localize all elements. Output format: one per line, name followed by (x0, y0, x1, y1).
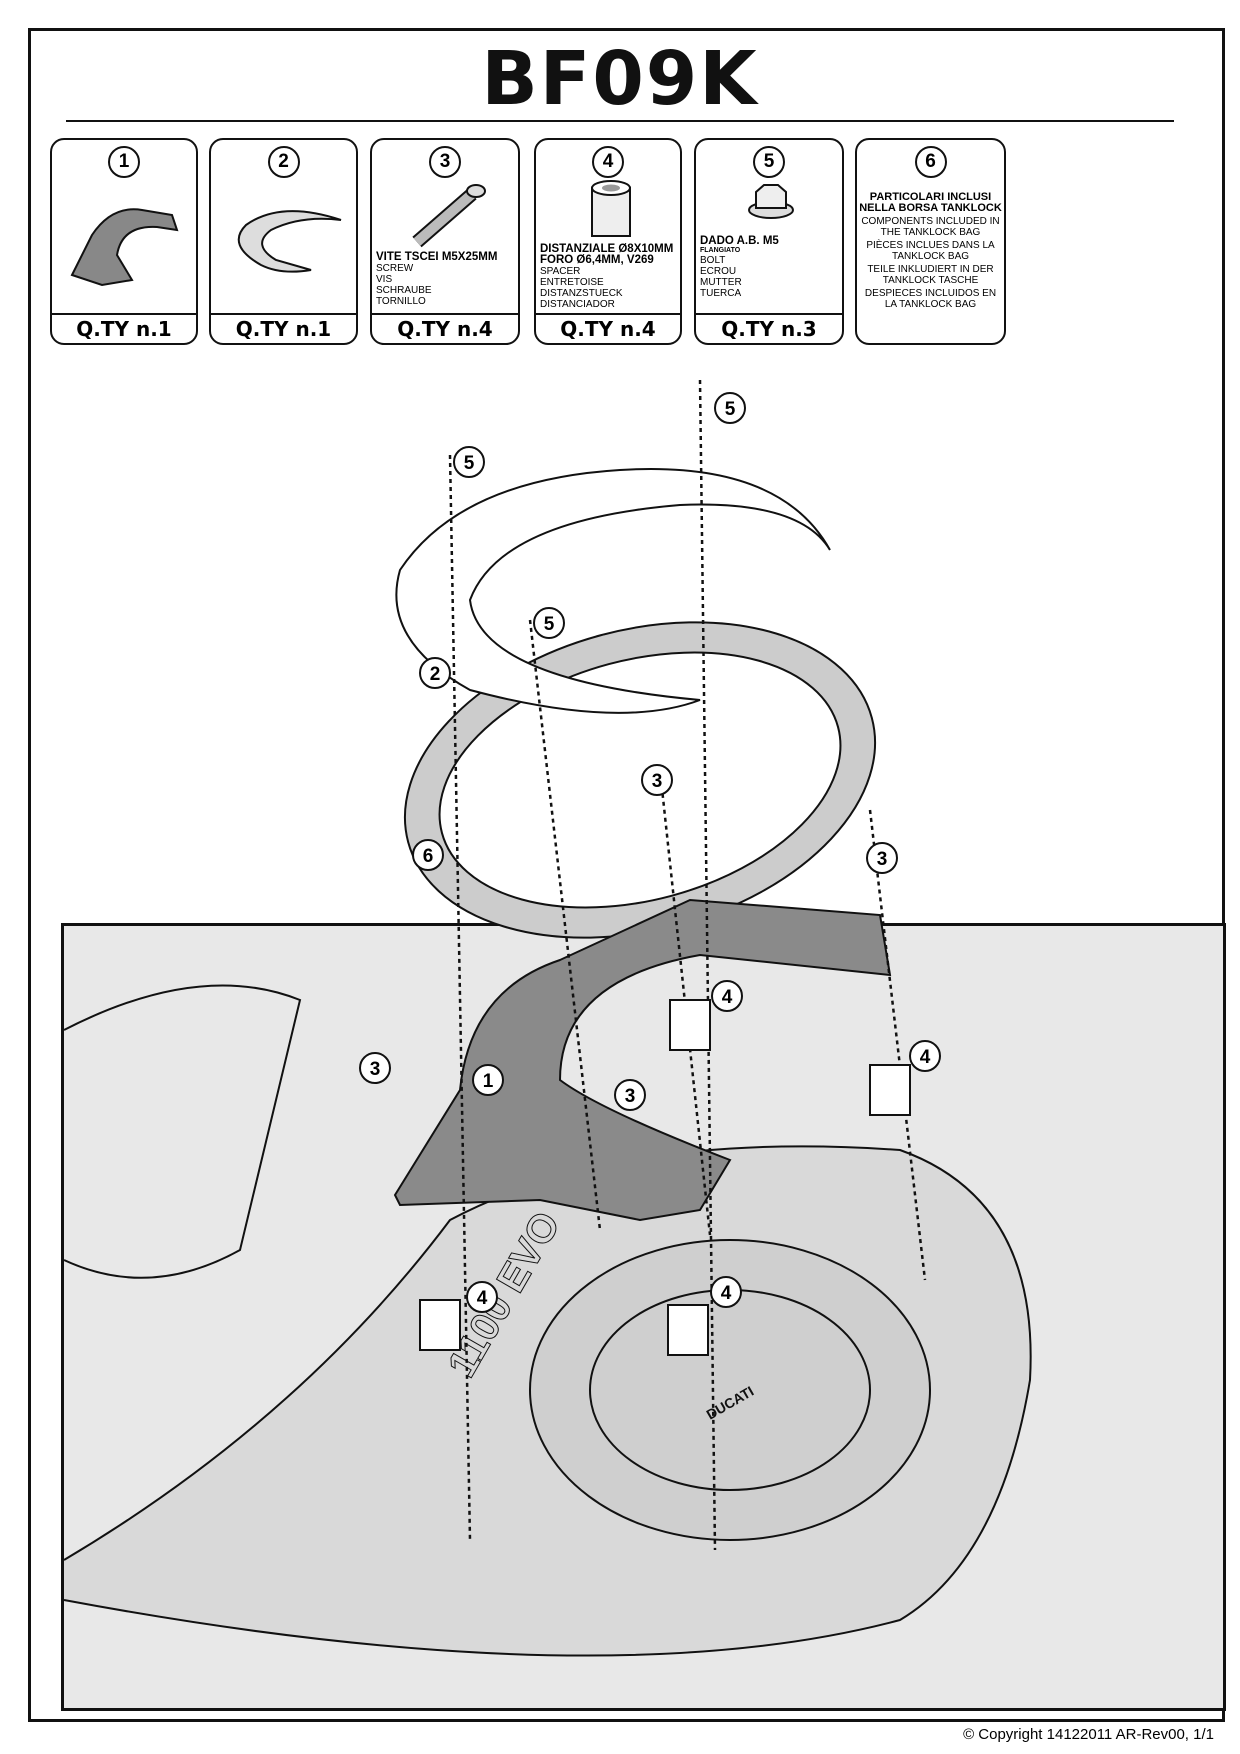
callout-circle (419, 657, 451, 689)
part-name: DISTANZIALE Ø8x10mm (540, 243, 674, 255)
callout-circle (359, 1052, 391, 1084)
spacers (419, 999, 911, 1356)
callout-number: 4 (477, 1288, 488, 1309)
quantity: Q.TY n.3 (696, 313, 842, 343)
part-hole-spec: Foro Ø6,4mm, V269 (540, 254, 654, 266)
note-heading: PARTICOLARI INCLUSI NELLA BORSA TANKLOCK (859, 191, 1002, 214)
translation: BOLT (700, 255, 726, 266)
screw-icon (412, 184, 486, 248)
copyright-footer: © Copyright 14122011 AR-Rev00, 1/1 (963, 1726, 1214, 1743)
part-box-4: 4 DISTANZIALE Ø8x10mmForo Ø6,4mm, V269SP… (534, 138, 682, 345)
quantity: Q.TY n.1 (211, 313, 356, 343)
callout-number: 4 (920, 1047, 931, 1068)
callout-circle (412, 839, 444, 871)
callout-circle (710, 1276, 742, 1308)
callout-number: 5 (464, 453, 475, 474)
translation: DISTANCIADOR (540, 299, 615, 310)
page-border (28, 28, 1225, 1722)
part-number: 1 (108, 146, 140, 178)
translation: ECROU (700, 266, 737, 277)
part-number: 5 (753, 146, 785, 178)
translation: TORNILLO (376, 296, 426, 307)
callout-circle (472, 1064, 504, 1096)
nut-icon (748, 184, 794, 219)
part-box-1: 1 Q.TY n.1 (50, 138, 198, 345)
callout-number: 6 (423, 846, 434, 867)
quantity: Q.TY n.4 (536, 313, 680, 343)
translation: COMPONENTS INCLUDED IN THE TANKLOCK BAG (861, 216, 1000, 238)
callout-circle (466, 1281, 498, 1313)
callout-number: 5 (725, 399, 736, 420)
callout-circle (714, 392, 746, 424)
callout-number: 4 (722, 987, 733, 1008)
part-box-6: 6 PARTICOLARI INCLUSI NELLA BORSA TANKLO… (855, 138, 1006, 345)
tank-outline (63, 984, 1032, 1657)
spacer-icon (591, 180, 631, 237)
part-name: DADO A.B. M5 (700, 235, 779, 247)
callout-circle (614, 1079, 646, 1111)
part-number: 4 (592, 146, 624, 178)
translation: PIÈCES INCLUES DANS LA TANKLOCK BAG (866, 240, 995, 262)
callout-circle (641, 764, 673, 796)
translation: SPACER (540, 266, 581, 277)
callout-labels: 5 5 5 2 6 3 3 4 4 3 1 3 4 4 (359, 392, 941, 1313)
part-number: 2 (267, 146, 300, 178)
callout-number: 2 (430, 664, 441, 685)
part-subname: FLANGIATO (700, 247, 741, 254)
flange-bracket-icon (70, 208, 179, 287)
callout-number: 1 (483, 1071, 494, 1092)
part-number: 3 (429, 146, 461, 178)
part-number: 6 (914, 146, 947, 178)
part-box-2: 2 Q.TY n.1 (209, 138, 358, 345)
page-title: BF09K (481, 36, 759, 122)
part-name: VITE TSCEI M5x25mm (376, 251, 498, 263)
part-box-3: 3 VITE TSCEI M5x25mmSCREWVISSCHRAUBETORN… (370, 138, 520, 345)
translation: VIS (376, 274, 393, 285)
translation: MUTTER (700, 277, 742, 288)
callout-number: 3 (652, 771, 663, 792)
translation: ENTRETOISE (540, 277, 604, 288)
callout-number: 3 (370, 1059, 381, 1080)
ring-plate (395, 468, 831, 714)
translation: SCHRAUBE (376, 285, 432, 296)
callout-circle (453, 446, 485, 478)
translation: SCREW (376, 263, 414, 274)
part-description: VITE TSCEI M5x25mmSCREWVISSCHRAUBETORNIL… (376, 251, 498, 307)
flange-bracket (393, 898, 892, 1222)
title-divider (66, 120, 1174, 122)
ring-plate-icon (237, 210, 342, 273)
callout-number: 3 (877, 849, 888, 870)
callout-circle (533, 607, 565, 639)
part-description: DISTANZIALE Ø8x10mmForo Ø6,4mm, V269SPAC… (540, 243, 674, 310)
callout-circle (909, 1040, 941, 1072)
translation: TEILE INKLUDIERT IN DER TANKLOCK TASCHE (867, 264, 994, 286)
callout-number: 3 (625, 1086, 636, 1107)
callout-number: 5 (544, 614, 555, 635)
quantity: Q.TY n.4 (372, 313, 518, 343)
translation: TUERCA (700, 288, 742, 299)
quantity: Q.TY n.1 (52, 313, 196, 343)
callout-number: 4 (721, 1283, 732, 1304)
included-components-note: PARTICOLARI INCLUSI NELLA BORSA TANKLOCK… (859, 192, 1002, 312)
translation: DISTANZSTUECK (540, 288, 623, 299)
callout-circle (711, 980, 743, 1012)
callout-circle (866, 842, 898, 874)
translation: DESPIECES INCLUIDOS EN LA TANKLOCK BAG (864, 288, 997, 310)
